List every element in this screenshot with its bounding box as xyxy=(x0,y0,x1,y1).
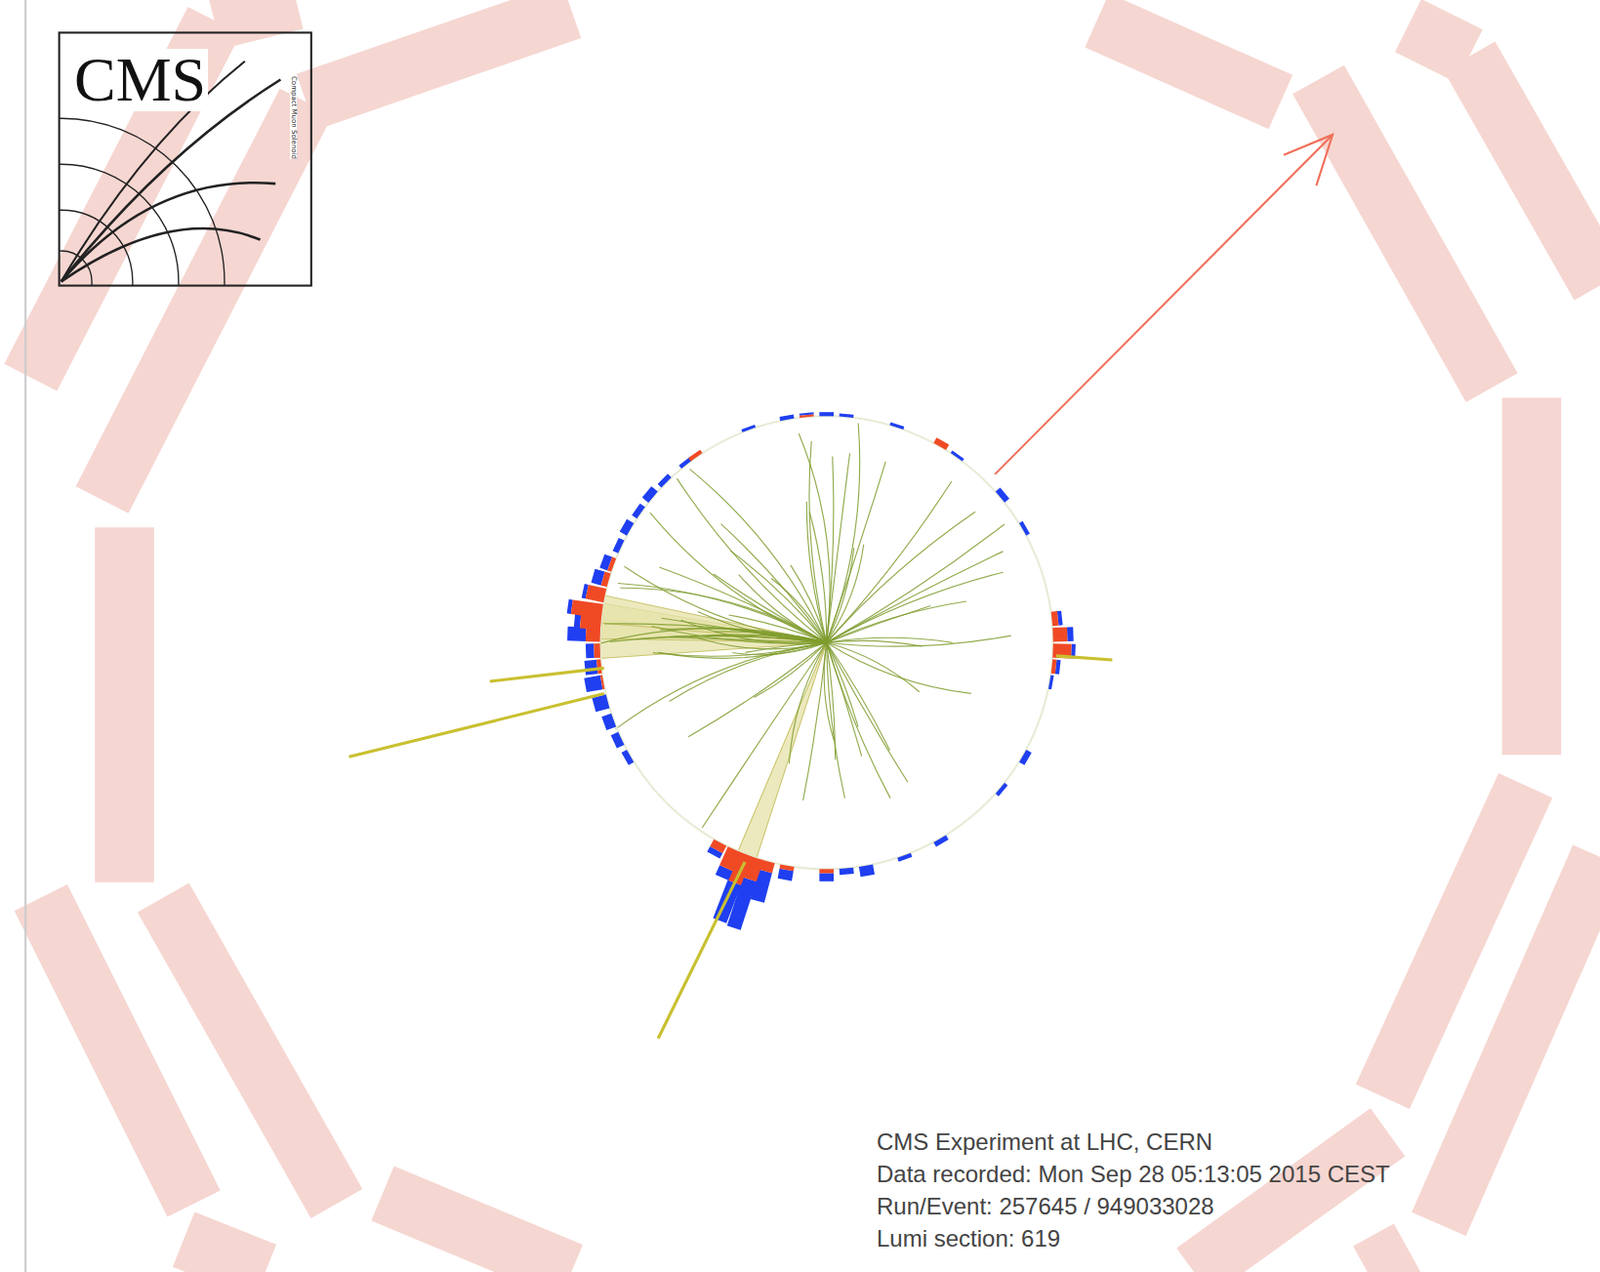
energy-tower xyxy=(607,557,616,573)
track xyxy=(661,617,827,643)
track xyxy=(619,587,826,643)
energy-tower xyxy=(642,486,658,503)
energy-tower xyxy=(839,867,855,876)
logo-subtitle: Compact Muon Solenoid xyxy=(289,75,297,159)
track xyxy=(653,642,827,657)
energy-tower xyxy=(596,658,603,674)
energy-tower xyxy=(601,572,612,588)
energy-tower xyxy=(1051,658,1058,674)
track xyxy=(826,642,891,798)
tracks xyxy=(594,423,1012,828)
energy-tower xyxy=(631,503,646,520)
missing-energy-arrow xyxy=(994,134,1333,475)
track xyxy=(790,565,827,643)
track xyxy=(826,606,932,644)
track xyxy=(826,642,908,782)
energy-tower xyxy=(889,421,904,430)
energy-tower xyxy=(600,674,606,690)
energy-tower xyxy=(584,659,599,676)
energy-tower xyxy=(1048,674,1055,690)
energy-tower xyxy=(585,643,595,658)
track xyxy=(826,461,887,643)
jet-cone xyxy=(738,642,827,859)
energy-tower xyxy=(657,473,672,488)
track xyxy=(826,640,923,647)
track xyxy=(826,642,862,756)
track xyxy=(809,441,827,643)
energy-towers xyxy=(567,411,1076,931)
energy-tower xyxy=(779,863,794,871)
energy-tower xyxy=(995,488,1010,503)
cms-logo xyxy=(0,32,312,445)
track xyxy=(610,636,827,644)
energy-tower xyxy=(611,732,625,749)
energy-tower xyxy=(567,626,586,642)
frame-edge xyxy=(24,0,27,1272)
energy-tower xyxy=(574,613,582,628)
energy-tower xyxy=(995,782,1009,797)
track xyxy=(798,433,830,643)
muon-chambers xyxy=(30,0,1600,1272)
energy-tower xyxy=(897,853,912,862)
track xyxy=(697,637,827,650)
track xyxy=(826,642,836,760)
energy-tower xyxy=(688,450,702,462)
track xyxy=(689,468,826,643)
energy-tower xyxy=(819,411,834,416)
track xyxy=(658,567,826,643)
energy-tower xyxy=(933,835,948,848)
track xyxy=(826,642,972,694)
energy-tower xyxy=(839,412,855,417)
energy-tower xyxy=(1019,521,1030,536)
energy-tower xyxy=(601,713,616,731)
energy-tower xyxy=(619,519,635,536)
track xyxy=(624,566,827,643)
logo-text: CMS xyxy=(72,48,208,112)
energy-tower xyxy=(583,675,603,693)
track xyxy=(823,642,834,740)
event-info: CMS Experiment at LHC, CERN xyxy=(876,1130,1213,1154)
jet-lines xyxy=(348,656,1112,1039)
energy-tower xyxy=(613,537,625,554)
event-info: Data recorded: Mon Sep 28 05:13:05 2015 … xyxy=(876,1162,1391,1187)
energy-tower xyxy=(621,749,635,766)
energy-tower xyxy=(709,839,727,854)
energy-tower xyxy=(1052,626,1067,642)
track xyxy=(676,478,826,643)
energy-tower xyxy=(859,863,875,877)
track xyxy=(826,601,967,643)
energy-tower xyxy=(740,424,756,433)
energy-tower xyxy=(1051,611,1060,626)
event-info: Lumi section: 619 xyxy=(876,1227,1061,1251)
track xyxy=(826,481,952,643)
track xyxy=(803,642,827,801)
energy-tower xyxy=(585,584,607,603)
energy-tower xyxy=(933,437,949,451)
energy-tower xyxy=(1066,626,1074,642)
track xyxy=(669,642,827,701)
energy-tower xyxy=(643,488,657,503)
energy-tower xyxy=(779,413,794,421)
track xyxy=(826,572,1004,643)
track xyxy=(826,452,851,643)
energy-tower xyxy=(950,451,965,462)
track xyxy=(826,423,861,644)
track xyxy=(826,642,891,750)
energy-tower xyxy=(571,599,604,618)
energy-tower xyxy=(819,872,834,881)
event-info: Run/Event: 257645 / 949033028 xyxy=(876,1194,1215,1219)
calorimeter-boundary xyxy=(600,415,1054,869)
track xyxy=(650,512,827,643)
energy-tower xyxy=(799,413,815,417)
energy-tower xyxy=(1019,749,1032,766)
energy-tower xyxy=(593,643,601,658)
track xyxy=(615,642,826,730)
track xyxy=(826,635,1012,647)
energy-tower xyxy=(819,868,834,873)
track xyxy=(753,642,826,698)
